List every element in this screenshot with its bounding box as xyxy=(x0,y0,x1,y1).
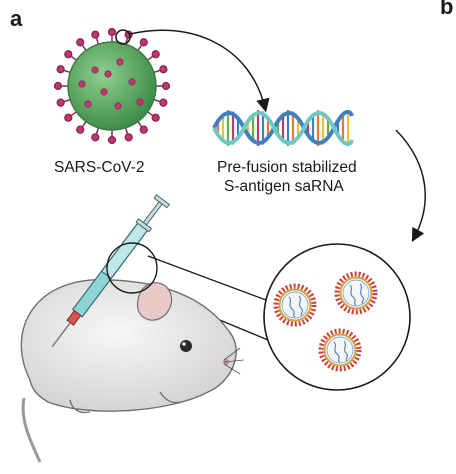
mouse-icon xyxy=(20,279,245,463)
virus-label: SARS-CoV-2 xyxy=(54,159,144,176)
rna-label-line1: Pre-fusion stabilized xyxy=(217,159,357,176)
panel-letter-a: a xyxy=(10,6,23,31)
zoom-line-top xyxy=(147,255,267,301)
syringe-zoom-circle xyxy=(106,242,158,294)
arrow-rna-to-lnp xyxy=(395,129,426,242)
rna-label-line2: S-antigen saRNA xyxy=(224,178,344,195)
rna-helix-icon xyxy=(212,109,354,147)
arrow-virus-to-rna xyxy=(129,29,270,113)
panel-letter-b: b xyxy=(440,0,453,19)
syringe-icon xyxy=(51,194,171,348)
lipid-nanoparticle-zoom xyxy=(263,243,411,391)
virus-particle-icon xyxy=(53,27,171,145)
